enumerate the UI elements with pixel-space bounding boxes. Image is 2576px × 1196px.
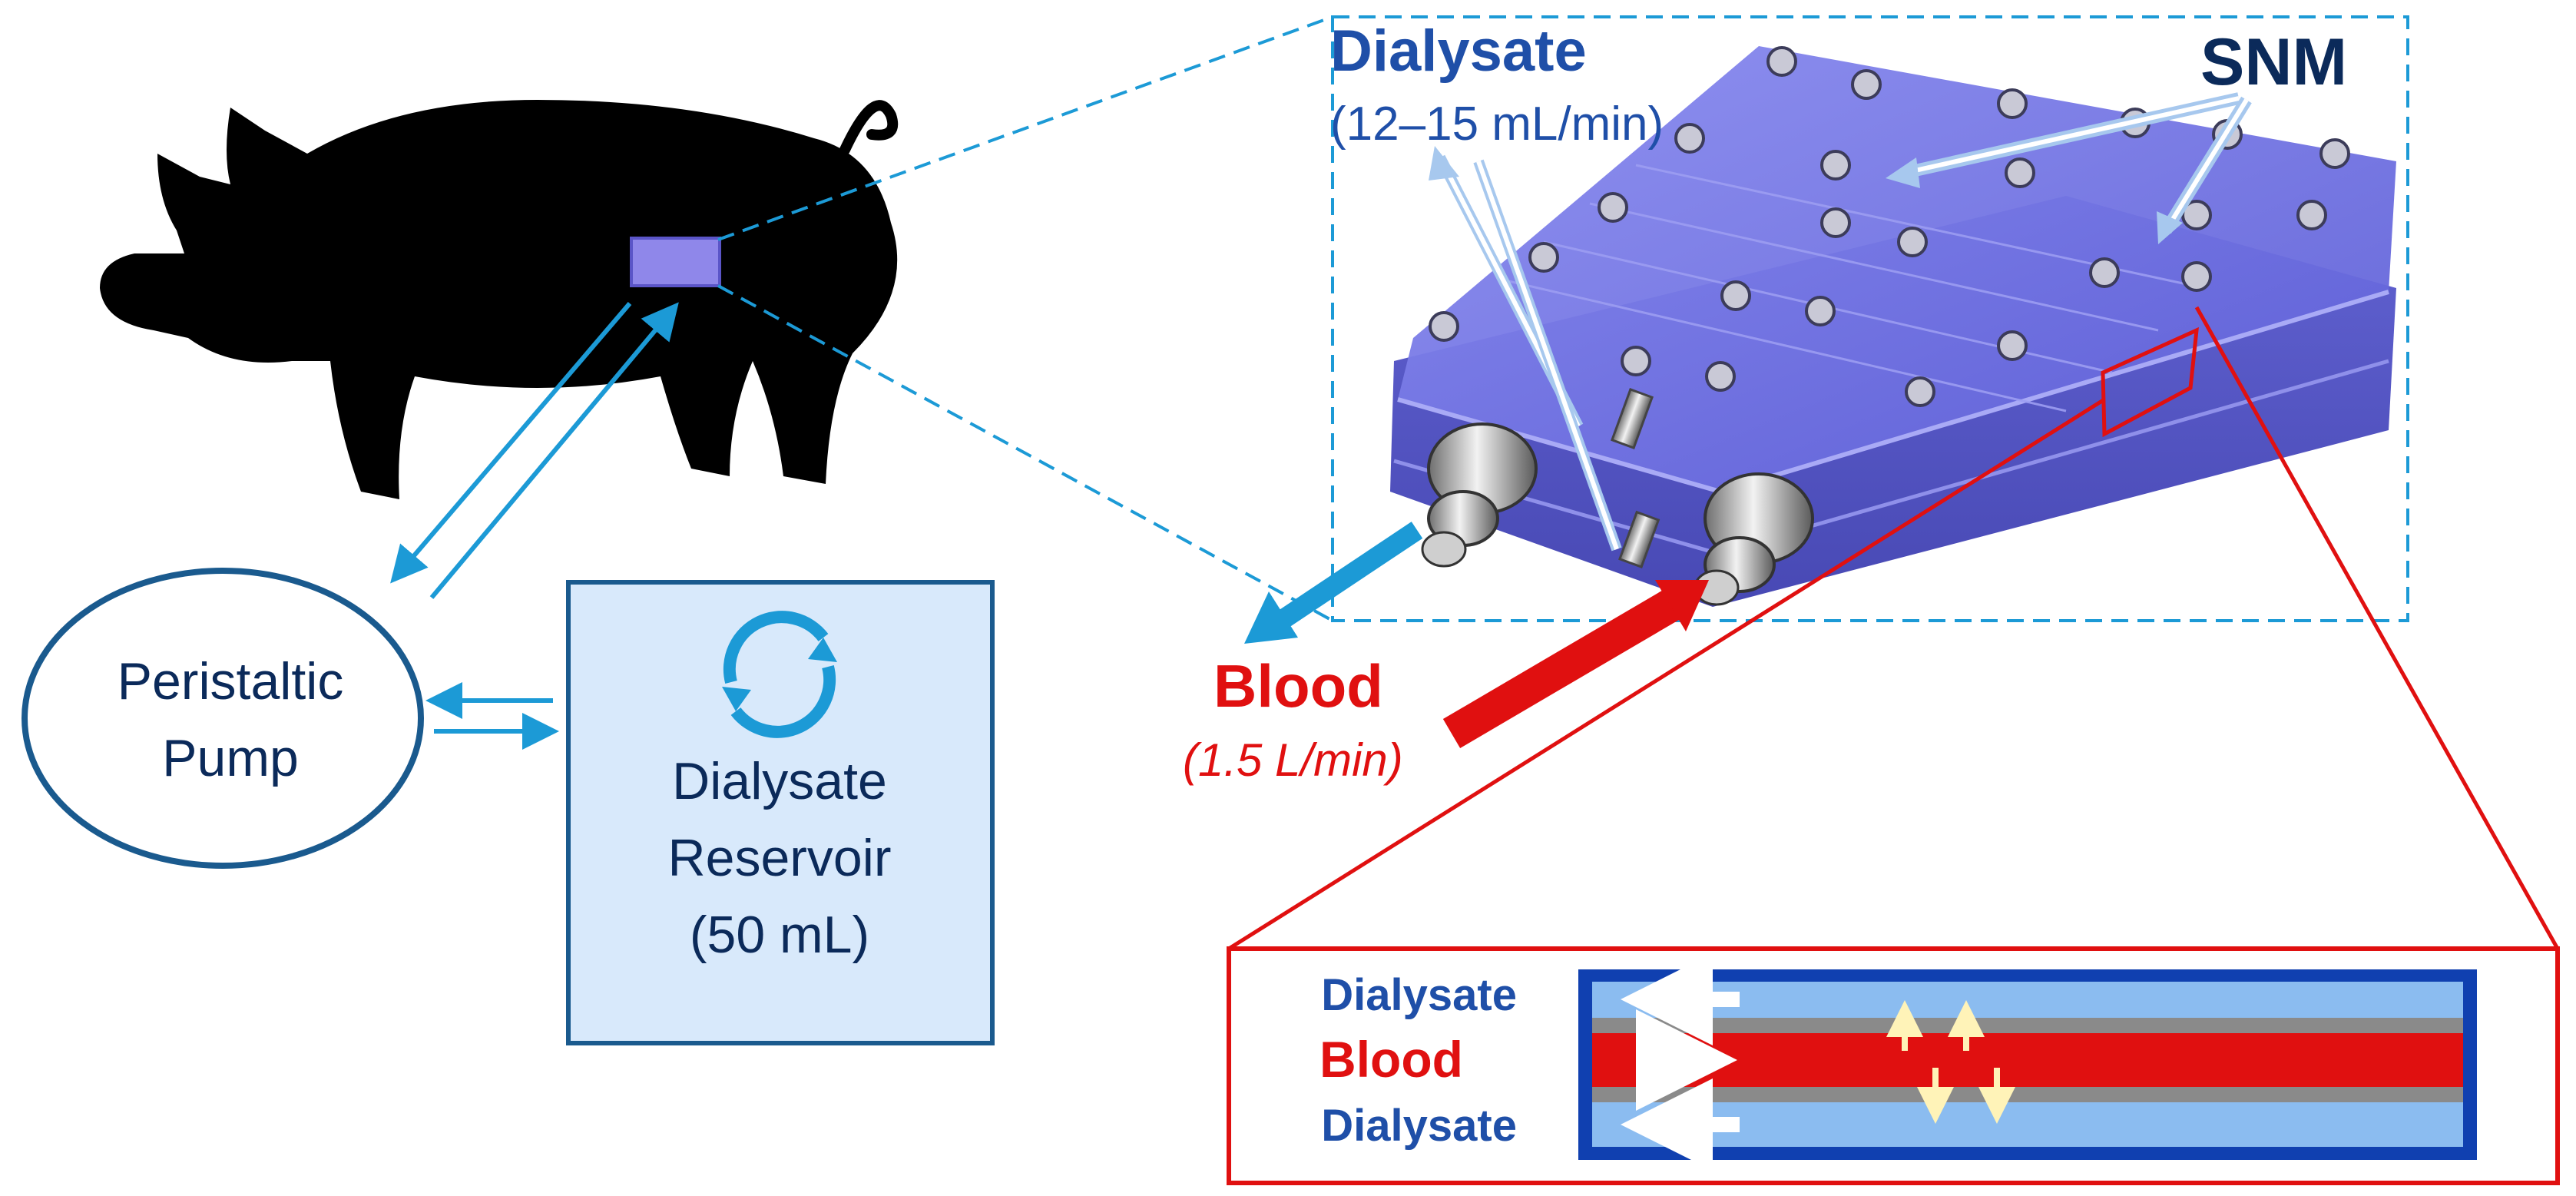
device-dialysate-label: Dialysate <box>1330 18 1587 84</box>
flow-arrow-to-device <box>429 302 679 599</box>
zoom-line-top <box>717 15 1333 241</box>
blood-out-arrow <box>1261 522 1423 638</box>
flow-arrow-to-pump <box>390 302 632 584</box>
blood-flow-label: (1.5 L/min) <box>1183 734 1403 786</box>
snm-pointer-arrows <box>1886 92 2252 244</box>
inset-top-dialysate-label: Dialysate <box>1321 970 1517 1020</box>
dialysate-reservoir: Dialysate Reservoir (50 mL) <box>566 580 995 1045</box>
reservoir-label-line3: (50 mL) <box>690 906 869 964</box>
snm-label: SNM <box>2200 25 2347 99</box>
blood-label: Blood <box>1214 652 1383 720</box>
circulation-icon <box>722 611 837 738</box>
reservoir-label-line2: Reservoir <box>668 829 892 887</box>
device-dialysate-flow: (12–15 mL/min) <box>1330 98 1664 151</box>
inset-zoom-line-right <box>2194 306 2560 950</box>
device-zoom-frame <box>1331 15 2409 622</box>
cross-section-inset: Dialysate Blood Dialysate <box>1227 946 2560 1185</box>
device-marker <box>630 237 721 287</box>
blood-in-arrow <box>1442 588 1684 748</box>
blood-connector-outlet <box>1421 422 1538 568</box>
inset-bottom-dialysate-label: Dialysate <box>1321 1101 1517 1151</box>
pump-label-line1: Peristaltic <box>118 652 344 711</box>
inset-zoom-line-left <box>1227 397 2106 951</box>
pig-silhouette-icon <box>100 100 899 499</box>
detail-marker-box <box>2101 326 2199 438</box>
blood-channel <box>1592 1033 2463 1087</box>
dialysate-ports <box>1611 388 1660 568</box>
blood-out-arrow-head <box>1244 591 1298 644</box>
dialysate-flow-arrows <box>1429 146 1622 552</box>
inset-blood-label: Blood <box>1319 1031 1463 1088</box>
peristaltic-pump: Peristaltic Pump <box>22 568 424 869</box>
top-membrane <box>1592 1018 2463 1033</box>
bottom-membrane <box>1592 1087 2463 1102</box>
diffusion-arrows <box>1886 1000 2015 1124</box>
pump-label-line2: Pump <box>162 729 299 787</box>
blood-in-arrow-head <box>1655 580 1709 631</box>
snm-device <box>1390 46 2396 607</box>
blood-connector-inlet <box>1694 472 1814 606</box>
device-screws <box>1429 46 2350 407</box>
zoom-line-bottom <box>717 284 1333 622</box>
reservoir-label-line1: Dialysate <box>672 752 887 810</box>
